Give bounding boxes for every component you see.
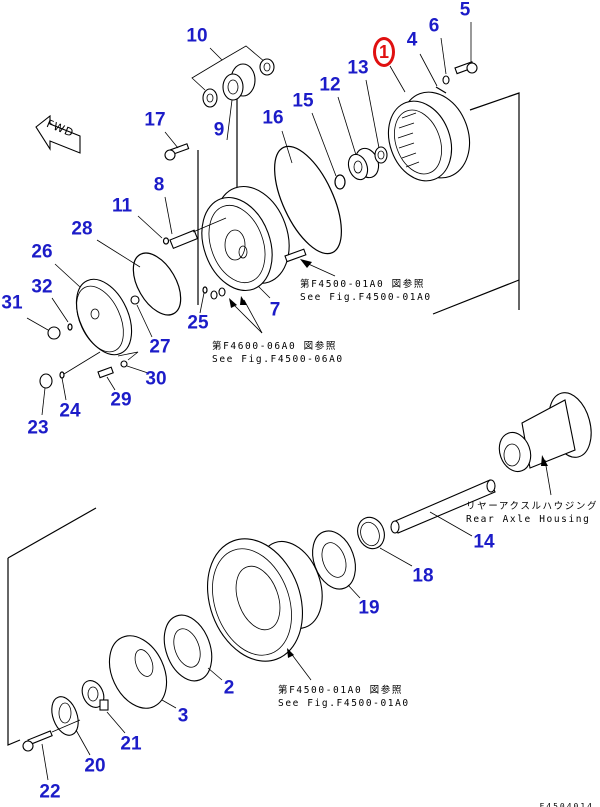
callout-part-31[interactable]: 31: [1, 292, 23, 314]
callout-part-19[interactable]: 19: [358, 597, 380, 619]
parts-4-5-6-bolts: [435, 61, 478, 94]
callout-part-16[interactable]: 16: [262, 107, 284, 129]
part-8-pin: [169, 217, 227, 250]
part-14-axle-shaft: [390, 479, 496, 534]
part-3-plate: [108, 635, 168, 709]
callout-part-7[interactable]: 7: [269, 299, 281, 321]
callout-part-25[interactable]: 25: [187, 312, 209, 334]
callout-part-18[interactable]: 18: [412, 565, 434, 587]
callout-part-26[interactable]: 26: [31, 241, 53, 263]
part-11-dowel: [162, 237, 170, 245]
callout-part-21[interactable]: 21: [120, 733, 142, 755]
fwd-arrow-icon: [35, 114, 81, 154]
leader-lines: [26, 22, 473, 781]
lower-hub-housing: [206, 538, 323, 662]
callout-part-32[interactable]: 32: [31, 276, 53, 298]
callout-part-30[interactable]: 30: [145, 368, 167, 390]
reference-arrows: [229, 259, 548, 681]
figure-reference-jp: 第F4500-01A0 図参照: [278, 685, 403, 696]
part-13-bearing: [374, 146, 388, 164]
hub-stud: [284, 248, 307, 263]
part-18-seal: [357, 516, 385, 550]
rear-axle-housing: [498, 392, 592, 473]
figure-reference-jp: 第F4500-01A0 図参照: [300, 279, 425, 290]
housing-label-en: Rear Axle Housing: [466, 514, 591, 525]
figure-reference: 第F4500-01A0 図参照 See Fig.F4500-01A0: [278, 684, 410, 710]
part-15-snap-ring: [334, 174, 346, 190]
part-17-bolt: [164, 143, 190, 161]
figure-reference-en[interactable]: See Fig.F4500-01A0: [300, 292, 432, 303]
callout-part-6[interactable]: 6: [428, 15, 440, 37]
callout-part-22[interactable]: 22: [39, 781, 61, 803]
callout-part-5[interactable]: 5: [459, 0, 471, 21]
part-16-o-ring: [274, 145, 342, 255]
callout-part-14[interactable]: 14: [473, 531, 495, 553]
figure-reference-en[interactable]: See Fig.F4500-06A0: [212, 354, 344, 365]
callout-part-10[interactable]: 10: [186, 25, 208, 47]
callout-part-4[interactable]: 4: [406, 29, 418, 51]
callout-part-12[interactable]: 12: [319, 74, 341, 96]
part-2-bearing: [163, 614, 213, 682]
callout-part-20[interactable]: 20: [84, 755, 106, 777]
part-1-ring-gear: [387, 91, 471, 182]
part-28-o-ring: [132, 252, 182, 316]
callout-part-13[interactable]: 13: [347, 57, 369, 79]
part-7-hub: [201, 185, 290, 292]
part-10-leaders: [191, 45, 266, 91]
callout-part-1[interactable]: 1: [373, 37, 395, 67]
assembly-frame-lines: [7, 92, 520, 746]
callout-part-29[interactable]: 29: [110, 389, 132, 411]
part-20-washer: [51, 696, 79, 736]
figure-reference-en[interactable]: See Fig.F4500-01A0: [278, 698, 410, 709]
part-26-cover: [75, 278, 133, 356]
figure-reference: 第F4600-06A0 図参照 See Fig.F4500-06A0: [212, 340, 344, 366]
drawing-code: F4504014: [539, 802, 594, 807]
callout-part-15[interactable]: 15: [292, 90, 314, 112]
part-21-lock-plate: [81, 680, 109, 711]
callout-part-17[interactable]: 17: [144, 109, 166, 131]
small-hardware: [39, 286, 226, 389]
callout-part-8[interactable]: 8: [153, 174, 165, 196]
part-9-gear: [222, 63, 256, 101]
callout-part-9[interactable]: 9: [213, 119, 225, 141]
callout-part-3[interactable]: 3: [177, 705, 189, 727]
callout-part-27[interactable]: 27: [149, 336, 171, 358]
part-10-washers: [202, 58, 275, 108]
part-22-bolt: [22, 719, 81, 752]
callout-part-28[interactable]: 28: [71, 218, 93, 240]
figure-reference: 第F4500-01A0 図参照 See Fig.F4500-01A0: [300, 278, 432, 304]
callout-part-11[interactable]: 11: [111, 195, 133, 217]
rear-axle-housing-label: リヤーアクスルハウジング Rear Axle Housing: [466, 500, 598, 526]
callout-part-23[interactable]: 23: [27, 417, 49, 439]
callout-part-2[interactable]: 2: [223, 677, 235, 699]
figure-reference-jp: 第F4600-06A0 図参照: [212, 341, 337, 352]
callout-part-24[interactable]: 24: [59, 400, 81, 422]
housing-label-jp: リヤーアクスルハウジング: [466, 501, 599, 512]
